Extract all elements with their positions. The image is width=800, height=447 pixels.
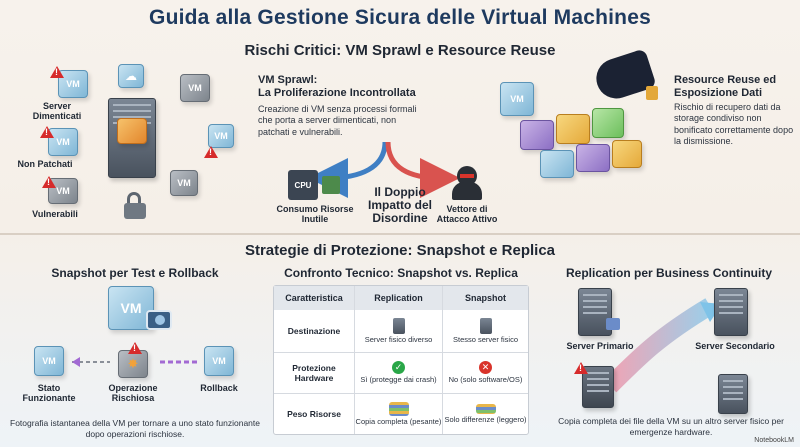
row-feature: Protezione Hardware [292, 363, 336, 383]
row-feature: Peso Risorse [287, 409, 341, 419]
vm-cube-icon: VM [208, 124, 234, 148]
header-snapshot: Snapshot [442, 286, 528, 310]
label-resource-consumption: Consumo Risorse Inutile [276, 204, 354, 224]
camera-icon [146, 310, 172, 330]
reuse-description: Rischio di recupero dati da storage cond… [674, 102, 794, 146]
storage-block-icon [612, 140, 642, 168]
disk-icon [606, 318, 620, 330]
row-divider [274, 393, 528, 394]
section-divider [0, 233, 800, 235]
storage-block-icon [520, 120, 554, 150]
comparison-table: Caratteristica Replication Snapshot Dest… [273, 285, 529, 435]
central-server-icon [108, 98, 156, 178]
disk-stack-icon [475, 403, 496, 414]
grey-vm-icon: VM [170, 170, 198, 196]
server-icon [392, 317, 405, 334]
cross-icon: ✕ [479, 361, 492, 375]
page-title: Guida alla Gestione Sicura delle Virtual… [149, 6, 651, 29]
label-vulnerable: Vulnerabili [32, 209, 78, 219]
compare-title: Confronto Tecnico: Snapshot vs. Replica [284, 266, 518, 280]
cell-snapshot: No (solo software/OS) [448, 375, 523, 385]
reuse-heading: Resource Reuse ed Esposizione Dati [674, 74, 777, 100]
broken-vm-icon: ✸ [118, 350, 148, 378]
check-icon: ✓ [392, 361, 405, 375]
cloud-vm-icon: ☁ [118, 64, 144, 88]
replication-caption: Copia completa dei file della VM su un a… [558, 416, 784, 437]
storage-block-icon [592, 108, 624, 138]
label-working-state: Stato Funzionante [22, 383, 76, 403]
glowing-vm-icon [117, 118, 147, 144]
hacker-icon [452, 166, 482, 200]
backup-server-icon [718, 374, 748, 414]
grey-vm-icon: VM [48, 178, 78, 204]
padlock-icon [646, 86, 658, 100]
grey-vm-icon: VM [180, 74, 210, 102]
secondary-server-icon [714, 288, 748, 336]
server-icon [479, 317, 492, 334]
label-rollback: Rollback [200, 383, 238, 393]
watermark: NotebookLM [754, 437, 794, 444]
header-feature: Caratteristica [285, 293, 343, 303]
section-title-risks: Rischi Critici: VM Sprawl e Resource Reu… [244, 42, 556, 59]
label-secondary-server: Server Secondario [695, 341, 775, 351]
warning-icon [204, 146, 218, 158]
impact-title: Il Doppio Impatto del Disordine [367, 185, 432, 226]
cell-snapshot: Solo differenze (leggero) [444, 414, 527, 424]
snapshot-title: Snapshot per Test e Rollback [51, 266, 219, 280]
label-forgotten-servers: Server Dimenticati [32, 101, 82, 121]
disk-stack-icon [388, 401, 409, 416]
table-row: Destinazione Server fisico diverso Stess… [274, 310, 528, 352]
cell-replication: Copia completa (pesante) [355, 416, 442, 426]
row-divider [274, 352, 528, 353]
table-row: Protezione Hardware ✓Sì (protegge dai cr… [274, 353, 528, 393]
sprawl-description: Creazione di VM senza processi formali c… [258, 104, 417, 137]
sprawl-heading: VM Sprawl: La Proliferazione Incontrolla… [258, 74, 416, 100]
cell-snapshot: Stesso server fisico [452, 334, 519, 344]
table-header-row: Caratteristica Replication Snapshot [274, 286, 528, 310]
open-padlock-icon [122, 192, 148, 220]
memory-icon [322, 176, 340, 194]
header-replication: Replication [354, 286, 442, 310]
snapshot-caption: Fotografia istantanea della VM per torna… [10, 418, 260, 439]
label-primary-server: Server Primario [566, 341, 634, 351]
warning-icon [128, 342, 142, 354]
warning-icon [40, 126, 54, 138]
label-risky-operation: Operazione Rischiosa [108, 383, 158, 403]
table-row: Peso Risorse Copia completa (pesante) So… [274, 394, 528, 434]
storage-block-icon [556, 114, 590, 144]
snapshot-flow-arrows [72, 357, 200, 367]
storage-block-icon [540, 150, 574, 178]
vm-cube-icon: VM [500, 82, 534, 116]
row-feature: Destinazione [287, 326, 341, 336]
cell-replication: Server fisico diverso [364, 334, 433, 344]
label-attack-vector: Vettore di Attacco Attivo [436, 204, 498, 224]
storage-block-icon [576, 144, 610, 172]
warning-icon [574, 362, 588, 374]
warning-icon [42, 176, 56, 188]
vm-cube-icon: VM [204, 346, 234, 376]
cpu-icon: CPU [288, 170, 318, 200]
cell-replication: Sì (protegge dai crash) [360, 375, 437, 385]
warning-icon [50, 66, 64, 78]
vm-cube-icon: VM [34, 346, 64, 376]
replication-title: Replication per Business Continuity [565, 266, 773, 280]
label-unpatched: Non Patchati [17, 159, 73, 169]
section-title-protection: Strategie di Protezione: Snapshot e Repl… [244, 242, 556, 259]
